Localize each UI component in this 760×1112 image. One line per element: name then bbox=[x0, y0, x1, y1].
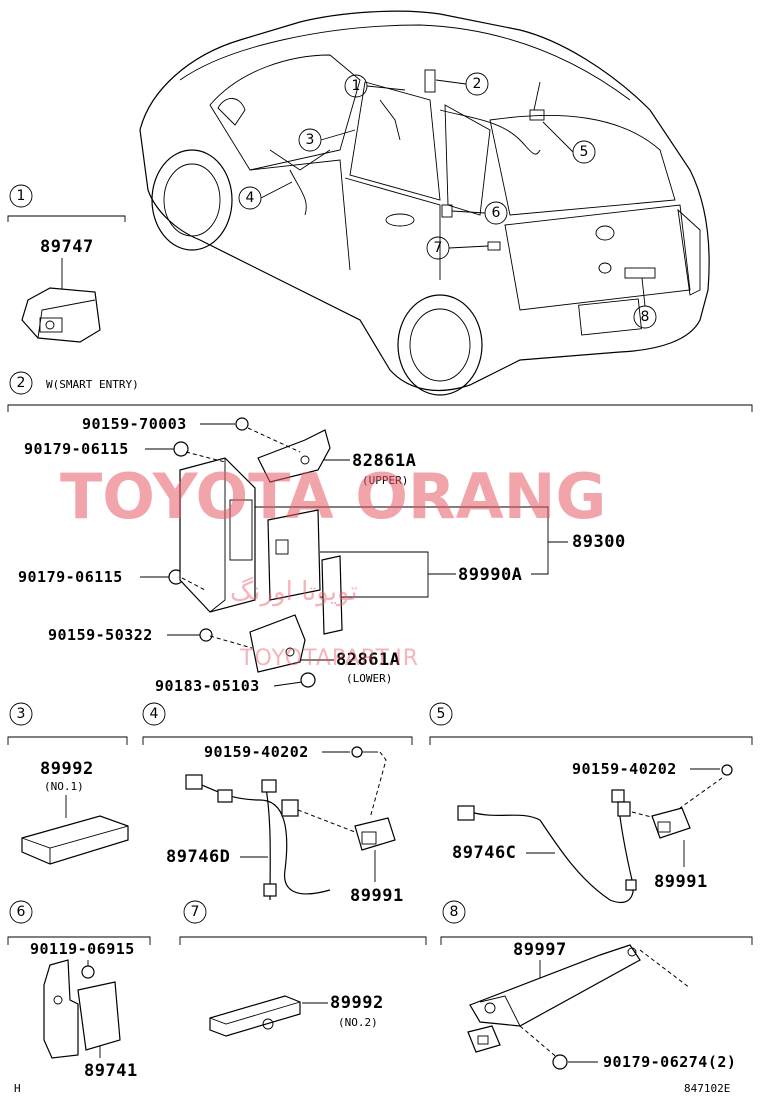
part-89991-a: 89991 bbox=[350, 886, 404, 906]
note-lower: (LOWER) bbox=[346, 672, 392, 685]
car-callout-4-label: 4 bbox=[246, 190, 255, 206]
nut-icon bbox=[173, 441, 189, 457]
part-90179-06115-lower: 90179-06115 bbox=[18, 568, 123, 586]
car-callout-7 bbox=[426, 236, 450, 260]
car-callout-2 bbox=[465, 72, 489, 96]
watermark-farsi: تویوتا اورنگ bbox=[230, 576, 358, 607]
section-3: 3 89992 (NO.1) bbox=[7, 702, 129, 865]
car-callout-3 bbox=[298, 128, 322, 152]
car-callout-6 bbox=[484, 201, 508, 225]
car-callout-3-label: 3 bbox=[306, 132, 315, 148]
part-82861A-upper: 82861A bbox=[352, 451, 416, 471]
part-89746D: 89746D bbox=[166, 847, 230, 867]
section-7-number: 7 bbox=[191, 904, 200, 920]
part-89746C: 89746C bbox=[452, 843, 516, 863]
footer-code: 847102E bbox=[684, 1082, 730, 1095]
part-90179-06115-upper: 90179-06115 bbox=[24, 440, 129, 458]
bolt-icon bbox=[721, 764, 733, 776]
section-7: 7 89992 (NO.2) bbox=[179, 900, 427, 1037]
section-4: 4 90159-40202 89746D 89991 bbox=[142, 702, 413, 906]
sensor-89992-no1 bbox=[21, 815, 129, 865]
part-90159-40202-a: 90159-40202 bbox=[204, 743, 309, 761]
watermark-site: TOYOTAPART.IR bbox=[239, 646, 419, 671]
car-callout-8-label: 8 bbox=[641, 309, 650, 325]
section-5-number: 5 bbox=[437, 706, 446, 722]
part-89747: 89747 bbox=[40, 237, 94, 257]
section-1: 1 89747 bbox=[7, 184, 126, 343]
section-6-number: 6 bbox=[17, 904, 26, 920]
footer-left: H bbox=[14, 1082, 21, 1095]
car-callouts: 1 2 3 4 5 6 7 8 bbox=[238, 72, 657, 329]
section-5: 5 90159-40202 89746C 89991 bbox=[429, 702, 753, 903]
part-90179-06274: 90179-06274(2) bbox=[603, 1053, 736, 1071]
note-no1: (NO.1) bbox=[44, 780, 84, 793]
section-3-number: 3 bbox=[17, 706, 26, 722]
section-1-number: 1 bbox=[17, 188, 26, 204]
bolt-icon bbox=[81, 965, 95, 979]
car-callout-1 bbox=[344, 74, 368, 98]
part-90159-70003: 90159-70003 bbox=[82, 415, 187, 433]
note-upper: (UPPER) bbox=[362, 474, 408, 487]
sensor-89992-no2 bbox=[209, 995, 301, 1037]
section-8-number: 8 bbox=[450, 904, 459, 920]
watermark-main: TOYOTA ORANG bbox=[60, 460, 606, 533]
car-callout-6-label: 6 bbox=[492, 205, 501, 221]
section-2: 2 W(SMART ENTRY) 90159-70003 90179-06115… bbox=[7, 371, 753, 695]
car-callout-1-label: 1 bbox=[352, 78, 361, 94]
car-callout-8 bbox=[633, 305, 657, 329]
module-89741 bbox=[77, 981, 121, 1051]
section-4-number: 4 bbox=[150, 706, 159, 722]
part-89991-b: 89991 bbox=[654, 872, 708, 892]
part-90119-06915: 90119-06915 bbox=[30, 940, 135, 958]
car-callout-7-label: 7 bbox=[434, 240, 443, 256]
part-89992-no1: 89992 bbox=[40, 759, 94, 779]
section-2-title: W(SMART ENTRY) bbox=[46, 378, 139, 391]
part-82861A-lower: 82861A bbox=[336, 650, 400, 670]
part-90183-05103: 90183-05103 bbox=[155, 677, 260, 695]
nut-icon bbox=[300, 672, 316, 688]
section-6: 6 90119-06915 89741 bbox=[7, 900, 151, 1081]
part-89990A: 89990A bbox=[458, 565, 522, 585]
bolt-icon bbox=[235, 417, 249, 431]
section-8: 8 89997 90179-06274(2) bbox=[440, 900, 753, 1071]
part-89997: 89997 bbox=[513, 940, 567, 960]
bracket-89741 bbox=[43, 959, 79, 1059]
nut-icon bbox=[552, 1054, 568, 1070]
note-no2: (NO.2) bbox=[338, 1016, 378, 1029]
car-illustration bbox=[139, 10, 710, 396]
bolt-icon bbox=[199, 628, 213, 642]
part-90159-40202-b: 90159-40202 bbox=[572, 760, 677, 778]
car-callout-4 bbox=[238, 186, 262, 210]
car-callout-2-label: 2 bbox=[473, 76, 482, 92]
sensor-89991-b bbox=[651, 807, 691, 839]
car-callout-5-label: 5 bbox=[580, 144, 589, 160]
part-89992-no2: 89992 bbox=[330, 993, 384, 1013]
part-89741: 89741 bbox=[84, 1061, 138, 1081]
bolt-icon bbox=[351, 746, 363, 758]
part-89300: 89300 bbox=[572, 532, 626, 552]
handle-89997 bbox=[469, 944, 641, 1027]
car-callout-5 bbox=[572, 140, 596, 164]
part-90159-50322: 90159-50322 bbox=[48, 626, 153, 644]
sensor-89991-a bbox=[354, 817, 396, 851]
section-2-number: 2 bbox=[17, 375, 26, 391]
